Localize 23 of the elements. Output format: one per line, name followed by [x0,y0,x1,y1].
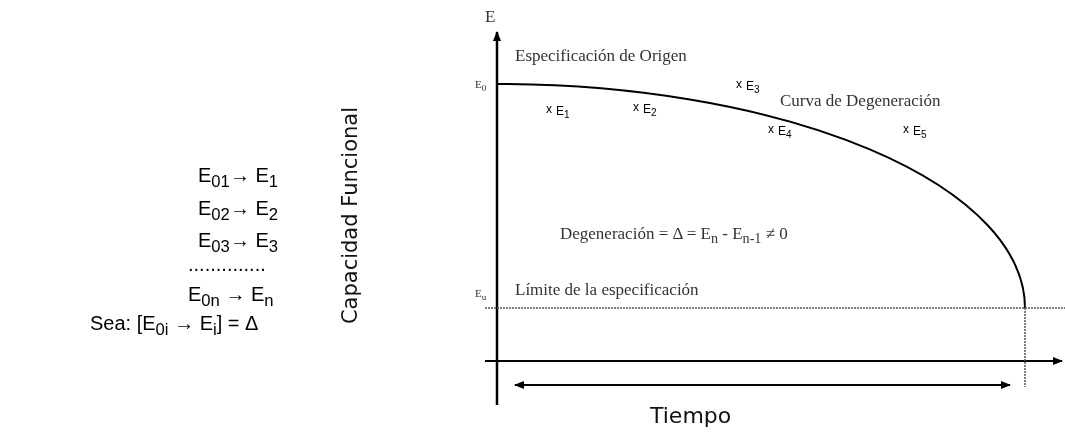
point-mark: x [736,78,742,92]
formula: E$_{02}$→ E$_{2}$ [198,197,279,225]
formula: E$_{01}$→ E$_{1}$ [198,164,279,192]
point-label: E$_{2}$ [643,103,657,119]
point-label: E$_{5}$ [913,125,927,141]
axis-title: Capacidad Funcional [339,107,363,325]
formula: E$_{0n}$ → E$_{n}$ [188,283,274,311]
point-label: E$_{3}$ [746,80,760,96]
curve-label: Especificación de Origen [515,47,687,66]
point-label: E$_{1}$ [556,105,570,121]
axis-label: E [485,8,496,27]
formula: Degeneración = Δ = E$_{n}$ - E$_{n-1}$ ≠ 0 [560,225,788,247]
point-mark: x [546,103,552,117]
formula: Sea: [E$_{0i}$ → E$_{i}$] = Δ [90,312,259,340]
point-mark: x [903,123,909,137]
axis-title: Tiempo [650,404,732,429]
tick-label: E$_{0}$ [475,78,487,94]
point-mark: x [768,123,774,137]
point-label: E$_{4}$ [778,125,792,141]
tick-label: E$_{u}$ [475,287,487,303]
limit-label: Límite de la especificación [515,281,699,300]
point-mark: x [633,101,639,115]
curve-label: Curva de Degeneración [780,92,941,111]
